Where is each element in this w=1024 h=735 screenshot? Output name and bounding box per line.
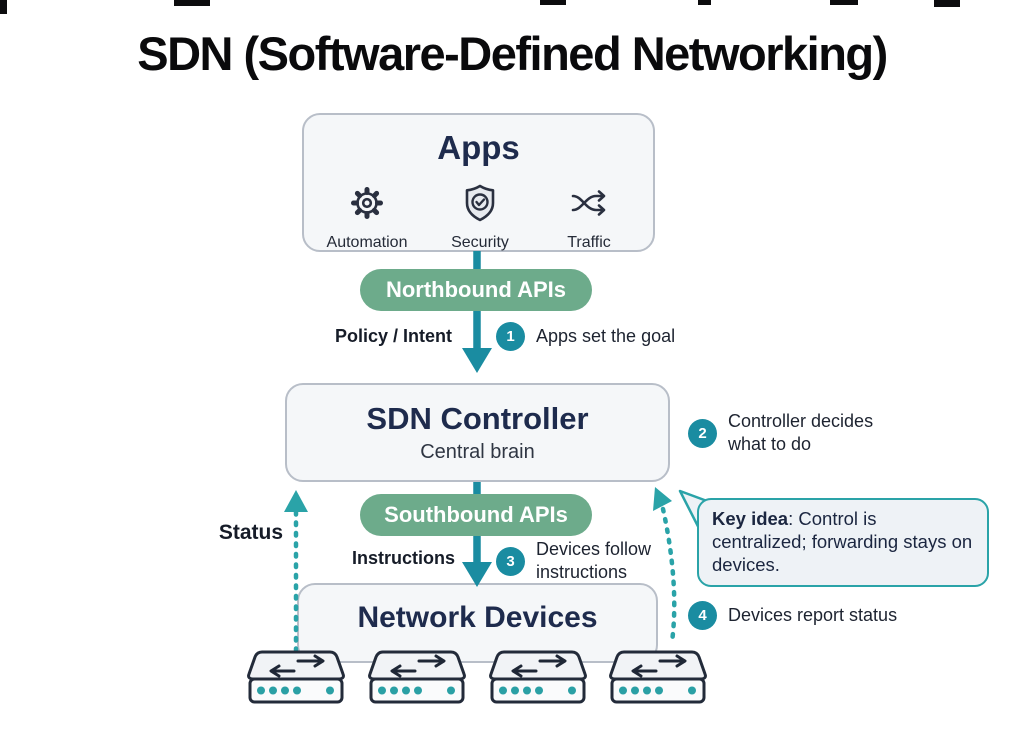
key-idea-bold: Key idea bbox=[712, 508, 789, 529]
step-2-badge: 2 bbox=[688, 418, 717, 448]
sdn-controller-box: SDN Controller Central brain bbox=[285, 383, 670, 482]
status-label: Status bbox=[218, 521, 283, 544]
video-artifact bbox=[0, 0, 7, 14]
app-item-traffic: Traffic bbox=[534, 181, 644, 252]
shield-check-icon bbox=[458, 181, 502, 230]
video-artifact bbox=[698, 0, 711, 5]
shuffle-icon bbox=[567, 181, 611, 230]
video-artifact bbox=[830, 0, 858, 5]
step-1-text: Apps set the goal bbox=[536, 325, 676, 346]
apps-box: Apps Automation bbox=[302, 113, 655, 252]
network-devices-box: Network Devices bbox=[297, 583, 658, 663]
key-idea-callout: Key idea: Control is centralized; forwar… bbox=[697, 498, 989, 588]
app-item-label: Automation bbox=[326, 234, 408, 251]
video-artifact bbox=[174, 0, 210, 6]
step-3-badge: 3 bbox=[496, 546, 525, 576]
devices-title: Network Devices bbox=[357, 601, 598, 634]
policy-intent-label: Policy / Intent bbox=[334, 326, 452, 346]
app-item-label: Security bbox=[451, 234, 509, 251]
step-2-text: Controller decides what to do bbox=[728, 410, 874, 454]
step-4: 4 Devices report status bbox=[688, 601, 897, 630]
video-artifact bbox=[934, 0, 960, 7]
video-artifact bbox=[540, 0, 566, 5]
gear-icon bbox=[345, 181, 389, 230]
controller-title: SDN Controller bbox=[366, 401, 589, 436]
app-item-automation: Automation bbox=[312, 181, 422, 252]
step-1: 1 Apps set the goal bbox=[496, 322, 675, 351]
key-idea-text: : Control is centralized; forwarding sta… bbox=[712, 508, 973, 576]
controller-subtitle: Central brain bbox=[420, 441, 535, 463]
step-4-badge: 4 bbox=[688, 601, 717, 630]
step-4-text: Devices report status bbox=[728, 604, 898, 625]
page-title: SDN (Software-Defined Networking) bbox=[137, 27, 888, 80]
step-1-badge: 1 bbox=[496, 322, 525, 351]
step-3: 3 Devices follow instructions bbox=[496, 536, 686, 586]
instructions-label: Instructions bbox=[351, 548, 455, 568]
step-2: 2 Controller decides what to do bbox=[688, 408, 913, 458]
northbound-apis-pill: Northbound APIs bbox=[360, 269, 592, 311]
southbound-apis-pill: Southbound APIs bbox=[360, 494, 592, 536]
app-item-security: Security bbox=[425, 181, 535, 252]
step-3-text: Devices follow instructions bbox=[536, 538, 652, 582]
apps-box-title: Apps bbox=[437, 129, 520, 166]
app-item-label: Traffic bbox=[567, 234, 611, 251]
